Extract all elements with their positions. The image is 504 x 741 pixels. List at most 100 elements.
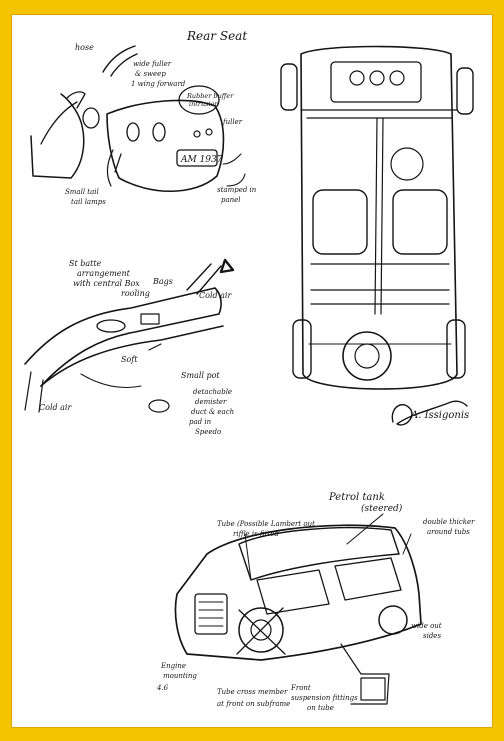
note-tube-cross-1: Tube cross member xyxy=(217,688,288,696)
note-wrapped: & sweep xyxy=(135,70,166,78)
engine-part-2 xyxy=(369,70,385,86)
note-fuller: fuller xyxy=(222,118,243,126)
note-petrol-tank-2: (steered) xyxy=(361,503,403,514)
rear-seat-title: Rear Seat xyxy=(186,29,247,43)
ink-blot xyxy=(219,258,235,274)
engine-part-1 xyxy=(349,70,365,86)
chassis-outline xyxy=(300,45,458,390)
car-roof xyxy=(238,527,400,581)
seat-curve xyxy=(40,91,86,145)
note-small-tail: Small tail xyxy=(65,188,99,196)
spare-wheel xyxy=(342,331,392,381)
engine-part-3 xyxy=(389,70,405,86)
note-double-1: double thicker xyxy=(423,518,475,526)
sketch-canvas: Rear Seat hose wide fuller & sweep 1 win… xyxy=(24,29,475,712)
dash-bottom xyxy=(40,325,224,387)
note-double-2: around tubs xyxy=(427,528,470,536)
sketch-sheet: Rear Seat hose wide fuller & sweep 1 win… xyxy=(11,14,493,728)
rear-seat-lines xyxy=(310,263,450,291)
note-detach-2: demister xyxy=(195,398,227,406)
suspension-box xyxy=(360,677,386,701)
rear-window xyxy=(334,557,402,601)
note-engine-1: Engine xyxy=(160,662,186,670)
number-plate-text: AM 1937 xyxy=(180,155,223,165)
lamp-dot-1 xyxy=(193,130,201,138)
signature-text: A. Issigonis xyxy=(410,410,469,421)
note-engine-3: 4.6 xyxy=(156,684,169,692)
seat-side xyxy=(30,93,85,179)
note-tube-cross-2: at front on subframe xyxy=(217,700,290,708)
note-detach-3: duct & each xyxy=(191,408,234,416)
rear-seat-sketch: Rear Seat hose wide fuller & sweep 1 win… xyxy=(30,29,257,206)
suspension-detail xyxy=(340,643,390,705)
note-front-2: suspension fittings xyxy=(291,694,358,702)
signature: A. Issigonis xyxy=(391,400,469,426)
note-front-1: Front xyxy=(290,684,311,692)
note-wide-1: wide out xyxy=(411,622,442,630)
dashboard-sketch: St batte arrangement with central Box ro… xyxy=(24,258,235,436)
front-seat-right xyxy=(392,189,448,255)
chassis-plan-sketch xyxy=(280,45,474,390)
leader-lines-top xyxy=(244,513,412,581)
rear-lamp-left xyxy=(82,107,100,129)
tail-lamp-1 xyxy=(126,122,140,142)
note-detach-5: Speedo xyxy=(195,428,221,436)
soft-pad-lines xyxy=(80,343,162,389)
pillar xyxy=(186,263,222,295)
door-window xyxy=(256,569,330,615)
note-stamped: stamped in xyxy=(217,186,257,194)
note-wide-fuller: wide fuller xyxy=(133,60,172,68)
side-flourish xyxy=(222,153,246,187)
rear-wheel-left xyxy=(292,319,312,379)
subframe-cross xyxy=(236,607,286,655)
rear-wheel xyxy=(378,605,408,635)
note-st-battle-3: with central Box xyxy=(73,279,140,288)
note-cold-air-bottom: Cold air xyxy=(39,403,72,412)
dash-top xyxy=(24,287,222,387)
note-rubber-buffer: Rubber buffer xyxy=(186,92,234,100)
signature-stroke xyxy=(391,400,468,426)
spare-wheel-hub xyxy=(354,343,380,369)
note-panel: panel xyxy=(221,196,241,204)
number-plate xyxy=(176,149,218,167)
front-seat-left xyxy=(312,189,368,255)
engine-bay-wheel xyxy=(238,607,284,653)
engine-block xyxy=(330,61,422,103)
rubber-buffer xyxy=(178,85,220,115)
demister-duct xyxy=(148,399,170,413)
note-tail-lamps: tail lamps xyxy=(71,198,106,206)
rear-panel xyxy=(106,99,225,193)
dash-box xyxy=(140,313,160,325)
tail-strokes xyxy=(106,149,122,187)
lamp-dot-2 xyxy=(205,128,213,136)
note-st-battle-1: St batte xyxy=(69,259,102,268)
steering-wheel xyxy=(390,147,424,181)
radiator-grille xyxy=(194,593,228,635)
note-detach-4: pad in xyxy=(189,418,212,426)
rear-wheel-right xyxy=(446,319,466,379)
engine-bay-hub xyxy=(250,619,272,641)
car-sketch: Petrol tank (steered) Tube (Possible Lam… xyxy=(156,492,475,712)
front-wheel-right xyxy=(456,67,474,115)
note-small-pot: Small pot xyxy=(181,371,220,380)
note-cold-air-top: Cold air xyxy=(199,291,232,300)
front-wheel-left xyxy=(280,63,298,111)
note-st-battle-4: rooling xyxy=(121,289,150,298)
centre-tunnel xyxy=(374,117,384,315)
grille-bars xyxy=(198,601,224,627)
door-edge xyxy=(24,371,44,413)
note-wide-2: sides xyxy=(423,632,441,640)
note-petrol-tank-1: Petrol tank xyxy=(328,492,385,503)
note-detach-1: detachable xyxy=(193,388,232,396)
front-bulkhead xyxy=(300,109,458,119)
note-soft: Soft xyxy=(121,355,138,364)
note-bags: Bags xyxy=(152,277,173,286)
note-st-battle-2: arrangement xyxy=(77,269,131,278)
note-hose: hose xyxy=(75,43,94,52)
note-forward: 1 wing forward xyxy=(131,80,186,88)
tail-lamp-2 xyxy=(152,122,166,142)
speedo xyxy=(96,319,126,333)
note-intrusion: intrusion xyxy=(189,100,219,108)
car-body xyxy=(174,524,422,661)
